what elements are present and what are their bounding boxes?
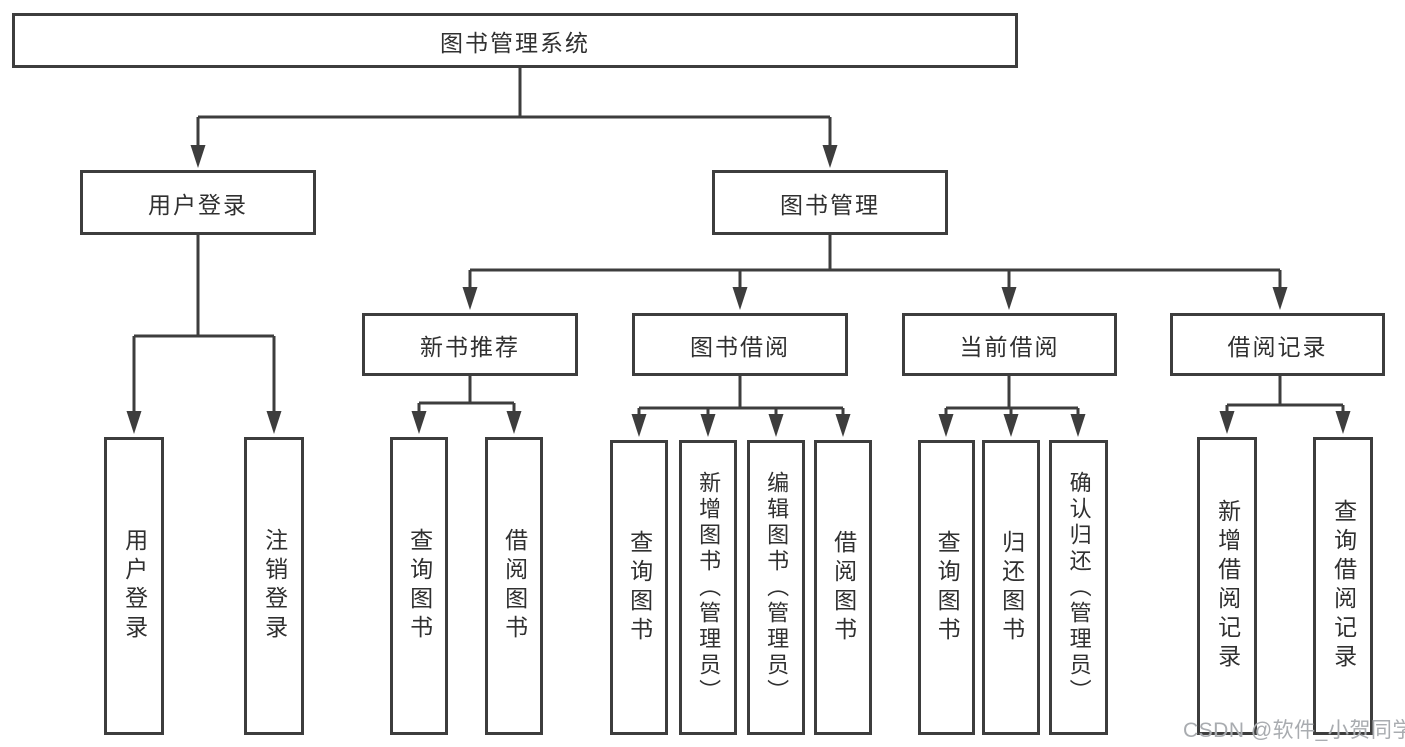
node-leaf-confirm-return-admin-label: 确认归还（管理员） [1066, 470, 1092, 705]
node-leaf-borrow-books-label: 借阅图书 [830, 529, 857, 646]
node-user-login-label: 用户登录 [148, 191, 248, 218]
node-leaf-add-borrow-record-label: 新增借阅记录 [1214, 499, 1241, 673]
node-current-borrowing-label: 当前借阅 [959, 333, 1060, 360]
node-leaf-borrow-books-recommend: 借阅图书 [485, 437, 543, 735]
node-leaf-add-books-admin: 新增图书（管理员） [679, 440, 737, 735]
node-leaf-query-books-current: 查询图书 [918, 440, 975, 735]
node-leaf-confirm-return-admin: 确认归还（管理员） [1049, 440, 1108, 735]
node-leaf-query-books-borrowing-label: 查询图书 [626, 529, 653, 646]
node-book-borrowing-label: 图书借阅 [690, 333, 790, 360]
node-leaf-return-books-label: 归还图书 [998, 529, 1025, 646]
node-leaf-add-books-admin-label: 新增图书（管理员） [696, 470, 722, 705]
node-leaf-logout: 注销登录 [244, 437, 304, 735]
node-root-system: 图书管理系统 [12, 13, 1018, 68]
node-leaf-add-borrow-record: 新增借阅记录 [1197, 437, 1257, 735]
node-leaf-edit-books-admin: 编辑图书（管理员） [747, 440, 805, 735]
csdn-watermark: CSDN @软件_小贺同学 [1183, 719, 1405, 742]
node-leaf-logout-label: 注销登录 [261, 528, 288, 644]
arrowheads [126, 145, 1351, 437]
node-leaf-query-borrow-record: 查询借阅记录 [1313, 437, 1373, 735]
node-leaf-query-books-recommend-label: 查询图书 [406, 528, 433, 644]
node-borrow-records-label: 借阅记录 [1227, 333, 1328, 360]
node-root-system-label: 图书管理系统 [440, 29, 590, 56]
node-leaf-query-books-recommend: 查询图书 [390, 437, 448, 735]
connector-lines [132, 68, 1345, 419]
node-book-borrowing: 图书借阅 [632, 313, 848, 376]
node-leaf-edit-books-admin-label: 编辑图书（管理员） [764, 470, 790, 705]
node-leaf-borrow-books: 借阅图书 [814, 440, 872, 735]
node-leaf-query-borrow-record-label: 查询借阅记录 [1330, 499, 1357, 673]
node-new-book-recommend: 新书推荐 [362, 313, 578, 376]
node-current-borrowing: 当前借阅 [902, 313, 1117, 376]
node-new-book-recommend-label: 新书推荐 [420, 333, 520, 360]
node-leaf-borrow-books-recommend-label: 借阅图书 [501, 528, 528, 644]
node-borrow-records: 借阅记录 [1170, 313, 1385, 376]
node-book-management: 图书管理 [712, 170, 948, 235]
node-leaf-user-login-label: 用户登录 [121, 528, 148, 644]
node-leaf-return-books: 归还图书 [982, 440, 1040, 735]
node-book-management-label: 图书管理 [780, 191, 880, 218]
node-user-login: 用户登录 [80, 170, 316, 235]
node-leaf-query-books-borrowing: 查询图书 [610, 440, 668, 735]
node-leaf-user-login: 用户登录 [104, 437, 164, 735]
node-leaf-query-books-current-label: 查询图书 [934, 529, 961, 646]
